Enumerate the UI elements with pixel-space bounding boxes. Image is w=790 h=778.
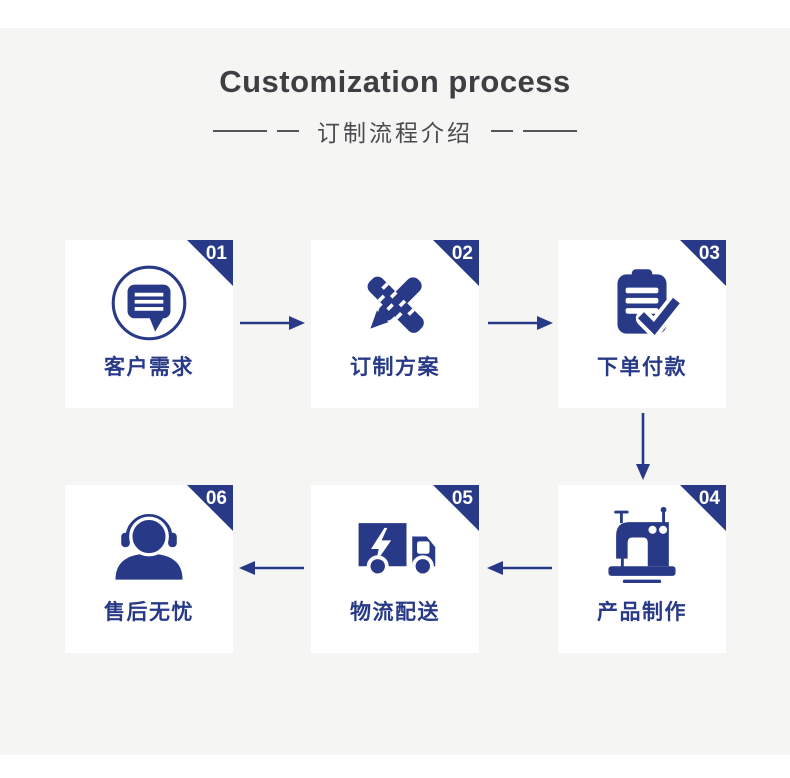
- step-card-03: 03 下单付款: [558, 240, 726, 408]
- subtitle-dash-right-short: [491, 130, 513, 132]
- step-label: 售后无忧: [104, 601, 194, 624]
- step-label: 产品制作: [597, 601, 687, 624]
- step-card-05: 05 物流配送: [311, 485, 479, 653]
- arrow-down-icon: [636, 413, 650, 480]
- step-number: 01: [205, 243, 227, 264]
- chat-bubble-icon: [65, 258, 233, 350]
- delivery-truck-icon: [311, 503, 479, 595]
- order-checklist-icon: [558, 258, 726, 350]
- page-title: Customization process: [219, 64, 571, 99]
- sewing-machine-icon: [558, 503, 726, 595]
- subtitle-dash-right-long: [523, 130, 577, 132]
- step-number: 02: [451, 243, 473, 264]
- subtitle-dash-left-long: [213, 130, 267, 132]
- step-card-01: 01 客户需求: [65, 240, 233, 408]
- step-label: 客户需求: [104, 356, 194, 379]
- step-card-06: 06 售后无忧: [65, 485, 233, 653]
- step-label: 订制方案: [350, 356, 440, 379]
- arrow-left-icon: [239, 561, 304, 575]
- ruler-pencil-icon: [311, 258, 479, 350]
- arrow-right-icon: [488, 316, 553, 330]
- step-label: 物流配送: [350, 601, 440, 624]
- subtitle-dash-left-short: [277, 130, 299, 132]
- step-number: 04: [698, 488, 720, 509]
- step-label: 下单付款: [597, 356, 687, 379]
- step-card-02: 02 订制方案: [311, 240, 479, 408]
- customer-support-icon: [65, 503, 233, 595]
- step-number: 05: [451, 488, 473, 509]
- step-number: 03: [698, 243, 720, 264]
- step-number: 06: [205, 488, 227, 509]
- arrow-left-icon: [487, 561, 552, 575]
- arrow-right-icon: [240, 316, 305, 330]
- step-card-04: 04 产品制作: [558, 485, 726, 653]
- subtitle-row: 订制流程介绍: [0, 116, 790, 146]
- page-subtitle: 订制流程介绍: [317, 120, 473, 146]
